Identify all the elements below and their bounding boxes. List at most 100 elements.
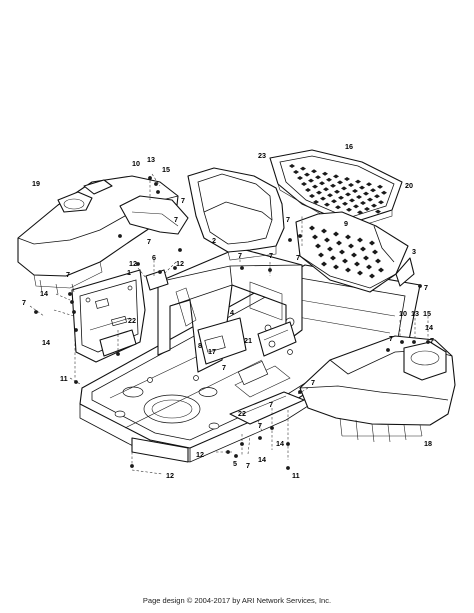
mat-tread [378,200,384,205]
mat-tread [345,192,351,197]
mat-tread [353,204,359,209]
callout-4: 4 [230,308,234,317]
bolt [158,270,162,274]
plate-stud [357,270,363,276]
mat-tread [371,203,377,208]
callout-14-c: 14 [258,455,266,464]
plate-stud [312,234,318,240]
callout-14-a: 14 [40,289,48,298]
plate-stud [360,246,366,252]
bolt [298,390,302,394]
bolt [258,436,262,440]
bolt [270,426,274,430]
plate-stud [357,237,363,243]
mat-tread [304,172,310,177]
mat-tread [305,188,311,192]
bolt [116,352,120,356]
bolt [426,340,430,344]
plate-stud [315,243,321,249]
mat-tread [360,201,366,205]
mat-tread [293,170,299,174]
mat-tread [330,183,336,188]
mat-tread [297,176,303,180]
callout-6: 6 [152,253,156,262]
lower-brackets [99,329,305,425]
plate-stud [378,267,384,273]
mat-tread [308,178,314,183]
mat-tread [366,182,372,187]
callout-13-a: 13 [147,155,155,164]
plate-stud [348,243,354,249]
plate-stud [354,261,360,267]
copyright-footer: Page design © 2004-2017 by ARI Network S… [142,596,332,605]
plate-stud [321,228,327,234]
bolt [400,340,404,344]
callout-12-b: 12 [176,259,184,268]
mat-tread [359,185,365,190]
floor-mat [269,149,403,231]
bolt [234,454,238,458]
mat-tread [327,193,333,198]
plate-stud [333,264,339,270]
plate-stud [372,249,378,255]
callout-14-d: 14 [276,439,284,448]
callouts: 1 2 3 4 5 6 7 7 7 7 7 7 7 7 7 7 7 7 7 7 … [22,142,434,480]
callout-14-e: 14 [425,323,433,332]
foot-plate [295,211,415,293]
callout-7-i: 7 [296,253,300,262]
callout-21: 21 [244,336,252,345]
plate-stud [309,225,315,231]
callout-7-e: 7 [22,298,26,307]
callout-19: 19 [32,179,40,188]
mat-tread [349,198,355,203]
mat-tread [344,177,350,181]
bolt [286,466,290,470]
callout-8: 8 [198,341,202,350]
bolt [74,328,78,332]
mat-tread [320,196,326,201]
plate-stud [363,255,369,261]
bolt [178,248,182,252]
callout-22-a: 22 [128,316,136,325]
mat-tread [355,179,361,184]
fasteners [34,176,430,470]
callout-7-c: 7 [174,215,178,224]
bolt [154,182,158,186]
bolt [34,310,38,314]
plate-stud [351,252,357,258]
callout-7-n: 7 [269,400,273,409]
mat-tread [377,184,383,189]
mat-tread [331,199,337,204]
callout-7-k: 7 [389,334,393,343]
right-fender [299,335,456,443]
callout-11-a: 11 [60,374,68,383]
callout-16: 16 [345,142,353,151]
callout-10-a: 10 [132,159,140,168]
plate-stud [327,246,333,252]
plate-stud [336,240,342,246]
callout-3: 3 [412,247,416,256]
mat-tread [363,191,369,196]
mat-tread [346,207,352,212]
mat-tread [313,200,319,204]
callout-15-a: 15 [162,165,170,174]
bolt [68,292,72,296]
bolt [268,268,272,272]
plate-stud [369,273,375,279]
mat-tread [356,195,362,199]
bolt [118,234,122,238]
bolt [418,284,422,288]
center-bracket [119,195,189,291]
callout-7-h: 7 [269,251,273,260]
callout-18: 18 [424,439,432,448]
plate-stud [342,258,348,264]
mat-tread [342,201,348,206]
mat-tread [352,189,358,193]
bolt [130,464,134,468]
bolt [148,176,152,180]
mat-tread [341,186,347,191]
bolt [70,300,74,304]
callout-7-b: 7 [147,237,151,246]
mat-tread [312,184,318,189]
callout-7-l: 7 [311,378,315,387]
